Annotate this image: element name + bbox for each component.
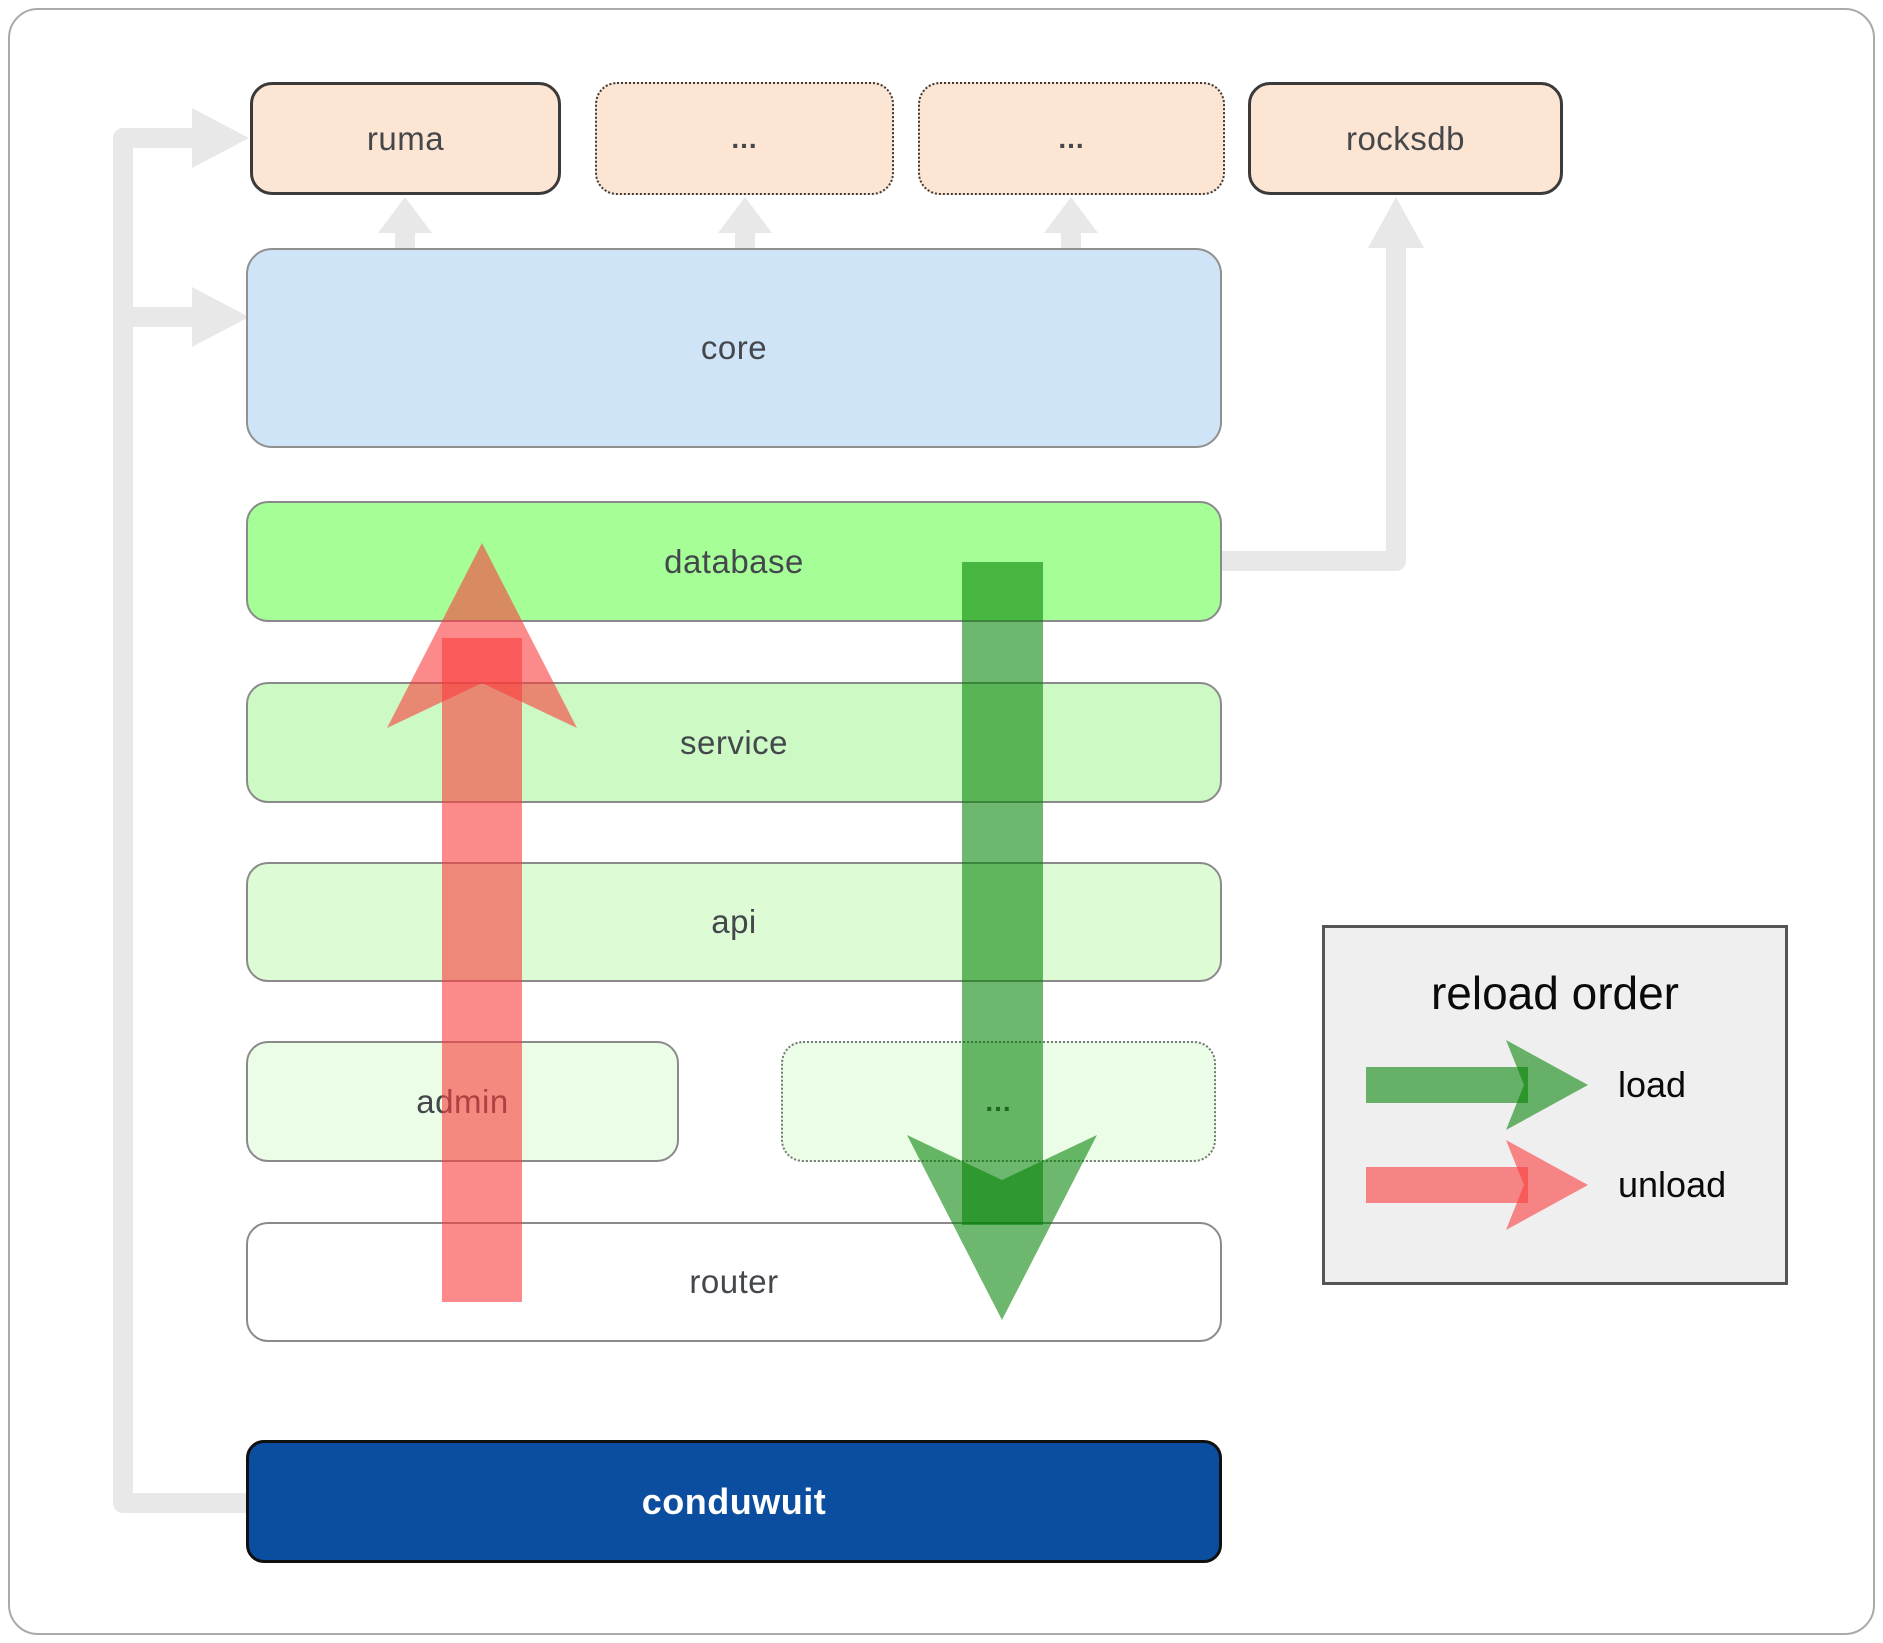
node-ruma-label: ruma [366, 119, 445, 157]
node-router-label: router [689, 1263, 779, 1300]
node-ruma: ruma [250, 82, 561, 195]
node-ellipsis-1: ... [595, 82, 894, 195]
node-conduwuit: conduwuit [246, 1440, 1222, 1563]
diagram-frame [8, 8, 1875, 1635]
legend-unload-arrow-icon [1366, 1140, 1588, 1230]
node-service-label: service [679, 723, 789, 761]
legend-title: reload order [1430, 967, 1680, 1019]
node-ellipsis-2: ... [918, 82, 1225, 195]
node-core-label: core [700, 329, 768, 366]
node-ellipsis-1-label: ... [731, 122, 758, 154]
node-api-label: api [711, 903, 757, 940]
node-conduwuit-label: conduwuit [641, 1480, 827, 1522]
legend-arrows [1366, 1040, 1588, 1230]
node-ellipsis-2-label: ... [1058, 122, 1085, 154]
node-database-label: database [664, 542, 804, 580]
legend-load-arrow-icon [1366, 1040, 1588, 1130]
node-api: api [246, 862, 1222, 982]
node-core: core [246, 248, 1222, 448]
legend-load-label: load [1618, 1064, 1687, 1105]
legend-unload-label: unload [1618, 1164, 1727, 1205]
node-rocksdb: rocksdb [1248, 82, 1563, 195]
legend: reload order load unload [1322, 925, 1788, 1285]
node-rocksdb-label: rocksdb [1345, 119, 1466, 157]
